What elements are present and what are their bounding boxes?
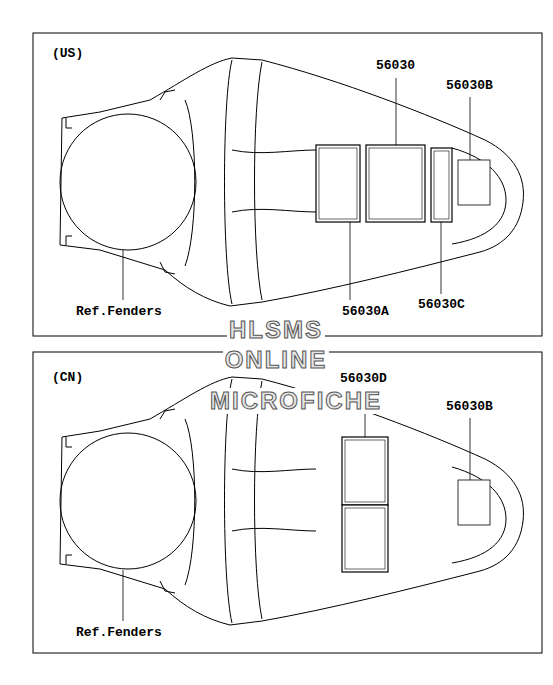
callout-number: 56030B (446, 399, 493, 415)
reference-note: Ref.Fenders (76, 625, 162, 641)
label-stickers (316, 145, 490, 222)
callout-number: 56030C (418, 297, 465, 313)
callout-number: 56030B (446, 78, 493, 94)
fender-outline (60, 377, 523, 625)
watermark: MICROFICHE (208, 388, 384, 414)
panel-region-label: (CN) (52, 370, 83, 386)
fender-outline (60, 58, 523, 306)
callout-number: 56030 (376, 58, 415, 74)
panel-frame (33, 33, 542, 336)
panel-frame (33, 352, 542, 653)
panel-region-label: (US) (52, 46, 83, 62)
leader-lines (123, 78, 470, 300)
callout-number: 56030D (340, 371, 387, 387)
watermark: ONLINE (223, 347, 330, 373)
reference-note: Ref.Fenders (76, 304, 162, 320)
label-stickers (342, 437, 490, 572)
watermark: HLSMS (227, 317, 325, 343)
callout-number: 56030A (342, 304, 389, 320)
leader-lines (123, 392, 470, 621)
